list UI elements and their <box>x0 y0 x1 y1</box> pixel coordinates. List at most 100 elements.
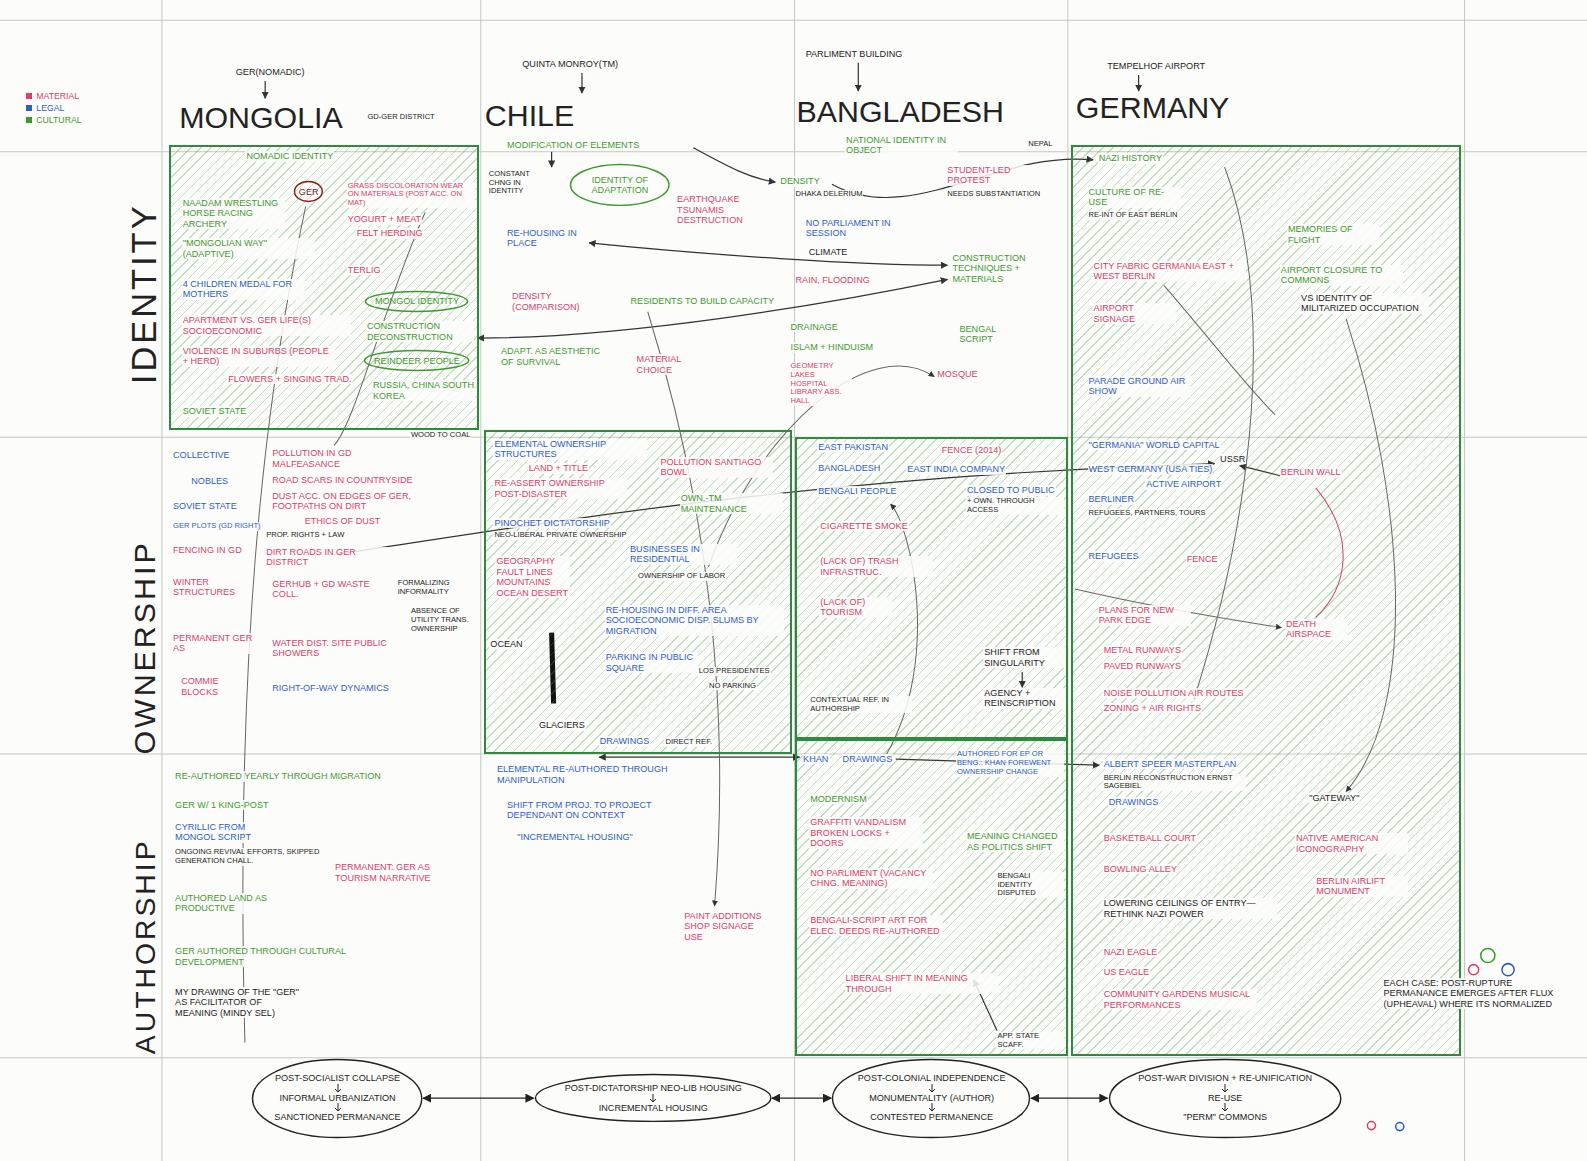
globe-icon <box>1481 948 1495 962</box>
note-text: LIBERAL SHIFT IN MEANING THROUGH <box>845 973 999 994</box>
ellipse-outline <box>570 165 669 206</box>
annotation-text: DENSITY <box>779 176 820 186</box>
note-text: REFUGEES <box>1088 551 1140 561</box>
note-text: DEATH AIRSPACE <box>1285 619 1348 640</box>
note-text: PINOCHET DICTATORSHIP <box>493 518 611 528</box>
term-text: POST-SOCIALIST COLLAPSE <box>275 1073 400 1083</box>
note-text: MEMORIES OF FLIGHT <box>1287 224 1380 245</box>
note-text: RE-ASSERT OWNERSHIP POST-DISASTER <box>493 478 627 499</box>
note-text: NAZI EAGLE <box>1103 947 1159 957</box>
note-text: AGENCY + REINSCRIPTION <box>983 688 1066 709</box>
annotation-text: NO PARLIAMENT IN SESSION <box>805 218 908 239</box>
note-text: EAST PAKISTAN <box>817 442 889 452</box>
note-text: POLLUTION SANTIAGO BOWL <box>659 457 772 478</box>
annotation-text: PERMANENT GER AS <box>172 633 265 654</box>
note-text: CULTURE OF RE-USE <box>1088 187 1181 208</box>
annotation-text: DUST ACC. ON EDGES OF GER, FOOTPATHS ON … <box>271 491 455 512</box>
flow-connector <box>1031 1097 1107 1098</box>
legend-swatch <box>26 105 32 111</box>
annotation-text: SHIFT FROM PROJ. TO PROJECT DEPENDANT ON… <box>506 800 680 821</box>
note-text: NATIVE AMERICAN ICONOGRAPHY <box>1295 833 1408 854</box>
note-text: AUTHORED FOR EP OR BENG.: KHAN FOREWENT … <box>956 750 1064 776</box>
legend-swatch <box>26 117 32 123</box>
term-text: IDENTITY OF ADAPTATION <box>579 175 660 196</box>
flow-arrow-stroke <box>650 1094 656 1102</box>
annotation-text: RAIN, FLOODING <box>795 275 871 285</box>
note-text: OWNERSHIP OF LABOR <box>637 572 726 581</box>
annotation-text: MY DRAWING OF THE "GER" AS FACILITATOR O… <box>174 987 308 1018</box>
note-text: FENCE (2014) <box>941 445 1003 455</box>
annotation-text: MODIFICATION OF ELEMENTS <box>506 140 640 150</box>
term-text: MONGOL IDENTITY <box>375 296 459 306</box>
annotation-text: ETHICS OF DUST <box>304 516 382 526</box>
note-text: NOMADIC IDENTITY <box>245 151 334 161</box>
link-arrow <box>478 279 948 338</box>
annotation-text: NEPAL <box>1027 140 1053 149</box>
term-text: MONUMENTALITY (AUTHOR) <box>869 1093 994 1103</box>
note-text: NO PARLIMENT (VACANCY CHNG. MEANING) <box>809 868 932 889</box>
grid-line <box>0 20 1587 21</box>
annotation-text: POLLUTION IN GD MALFEASANCE <box>271 448 389 469</box>
annotation-text: COMMIE BLOCKS <box>180 676 243 697</box>
flow-arrow <box>1220 1103 1230 1112</box>
flow-arrow <box>333 1084 343 1093</box>
annotation-text: COLLECTIVE <box>172 450 231 460</box>
note-text: BUSINESSES IN RESIDENTIAL <box>629 544 737 565</box>
note-text: GLACIERS <box>538 720 586 730</box>
note-text: GRAFFITI VANDALISM BROKEN LOCKS + DOORS <box>809 817 922 848</box>
link-arrow <box>589 243 947 265</box>
annotation-text: WINTER STRUCTURES <box>172 577 250 598</box>
note-text: LOWERING CEILINGS OF ENTRY—RETHINK NAZI … <box>1103 898 1277 919</box>
circled-term: GER <box>293 180 324 203</box>
summary-oval: POST-WAR DIVISION + RE-UNIFICATIONRE-USE… <box>1108 1058 1342 1139</box>
note-text: AIRPORT CLOSURE TO COMMONS <box>1280 265 1403 286</box>
flow-arrow-stroke <box>929 1084 935 1092</box>
note-text: APARTMENT VS. GER LIFE(S) SOCIOECONOMIC <box>182 315 351 336</box>
annotation-text: DENSITY (COMPARISON) <box>511 291 594 312</box>
flow-arrow <box>333 1103 343 1112</box>
legend-entry: MATERIAL <box>26 91 79 101</box>
note-text: TERLIG <box>347 265 382 275</box>
note-text: KHAN <box>802 754 829 764</box>
note-text: BENGALI PEOPLE <box>817 486 897 496</box>
row-heading: OWNERSHIP <box>127 540 162 756</box>
annotation-text: RE-HOUSING IN PLACE <box>506 228 589 249</box>
ellipse-outline <box>1109 1059 1340 1137</box>
annotation-text: ELEMENTAL RE-AUTHORED THROUGH MANIPULATI… <box>496 764 685 785</box>
flow-arrow-stroke <box>1222 1084 1228 1092</box>
note-text: OWN.-TM MAINTENANCE <box>680 493 783 514</box>
note-text: APP. STATE SCAFF. <box>996 1032 1064 1049</box>
annotation-text: PERMANENT: GER AS TOURISM NARRATIVE <box>334 862 437 883</box>
note-text: PARKING IN PUBLIC SQUARE <box>605 652 698 673</box>
note-text: NO PARKING <box>708 682 757 691</box>
note-text: BANGLADESH <box>817 463 881 473</box>
note-text: FELT HERDING <box>356 228 424 238</box>
note-text: PARADE GROUND AIR SHOW <box>1088 376 1191 397</box>
note-text: LAND + TITLE <box>528 463 589 473</box>
column-heading: CHILE <box>484 99 575 134</box>
column-heading: GERMANY <box>1075 91 1231 126</box>
note-text: CONSTRUCTION DECONSTRUCTION <box>366 321 474 342</box>
annotation-text: AUTHORED LAND AS PRODUCTIVE <box>174 893 297 914</box>
note-text: REFUGEES, PARTNERS, TOURS <box>1088 509 1207 518</box>
flow-arrow-stroke <box>1222 1103 1228 1111</box>
globe-icon <box>1396 1123 1404 1131</box>
annotation-text: QUINTA MONROY(TM) <box>521 59 619 69</box>
annotation-text: CYRILLIC FROM MONGOL SCRIPT <box>174 822 277 843</box>
globe-icon <box>1469 965 1479 975</box>
flow-connector <box>423 1097 534 1098</box>
note-text: EAST INDIA COMPANY <box>906 464 1006 474</box>
term-text: SANCTIONED PERMANANCE <box>274 1112 400 1122</box>
note-text: 4 CHILDREN MEDAL FOR MOTHERS <box>182 279 305 300</box>
annotation-text: EACH CASE: POST-RUPTURE PERMANANCE EMERG… <box>1383 978 1579 1009</box>
ellipse-outline <box>364 351 468 371</box>
annotation-text: WATER DIST. SITE PUBLIC SHOWERS <box>271 638 389 659</box>
annotation-text: DIRT ROADS IN GER DISTRICT <box>265 547 388 568</box>
annotation-text: ADAPT. AS AESTHETIC OF SURVIVAL <box>500 346 613 367</box>
globe-icon <box>1367 1122 1375 1130</box>
annotation-text: CONSTANT CHNG IN IDENTITY <box>488 170 553 196</box>
annotation-text: GEOMETRY LAKES HOSPITAL LIBRARY ASS. HAL… <box>789 362 852 406</box>
note-text: NAZI HISTORY <box>1098 153 1163 163</box>
row-heading: AUTHORSHIP <box>128 837 161 1055</box>
